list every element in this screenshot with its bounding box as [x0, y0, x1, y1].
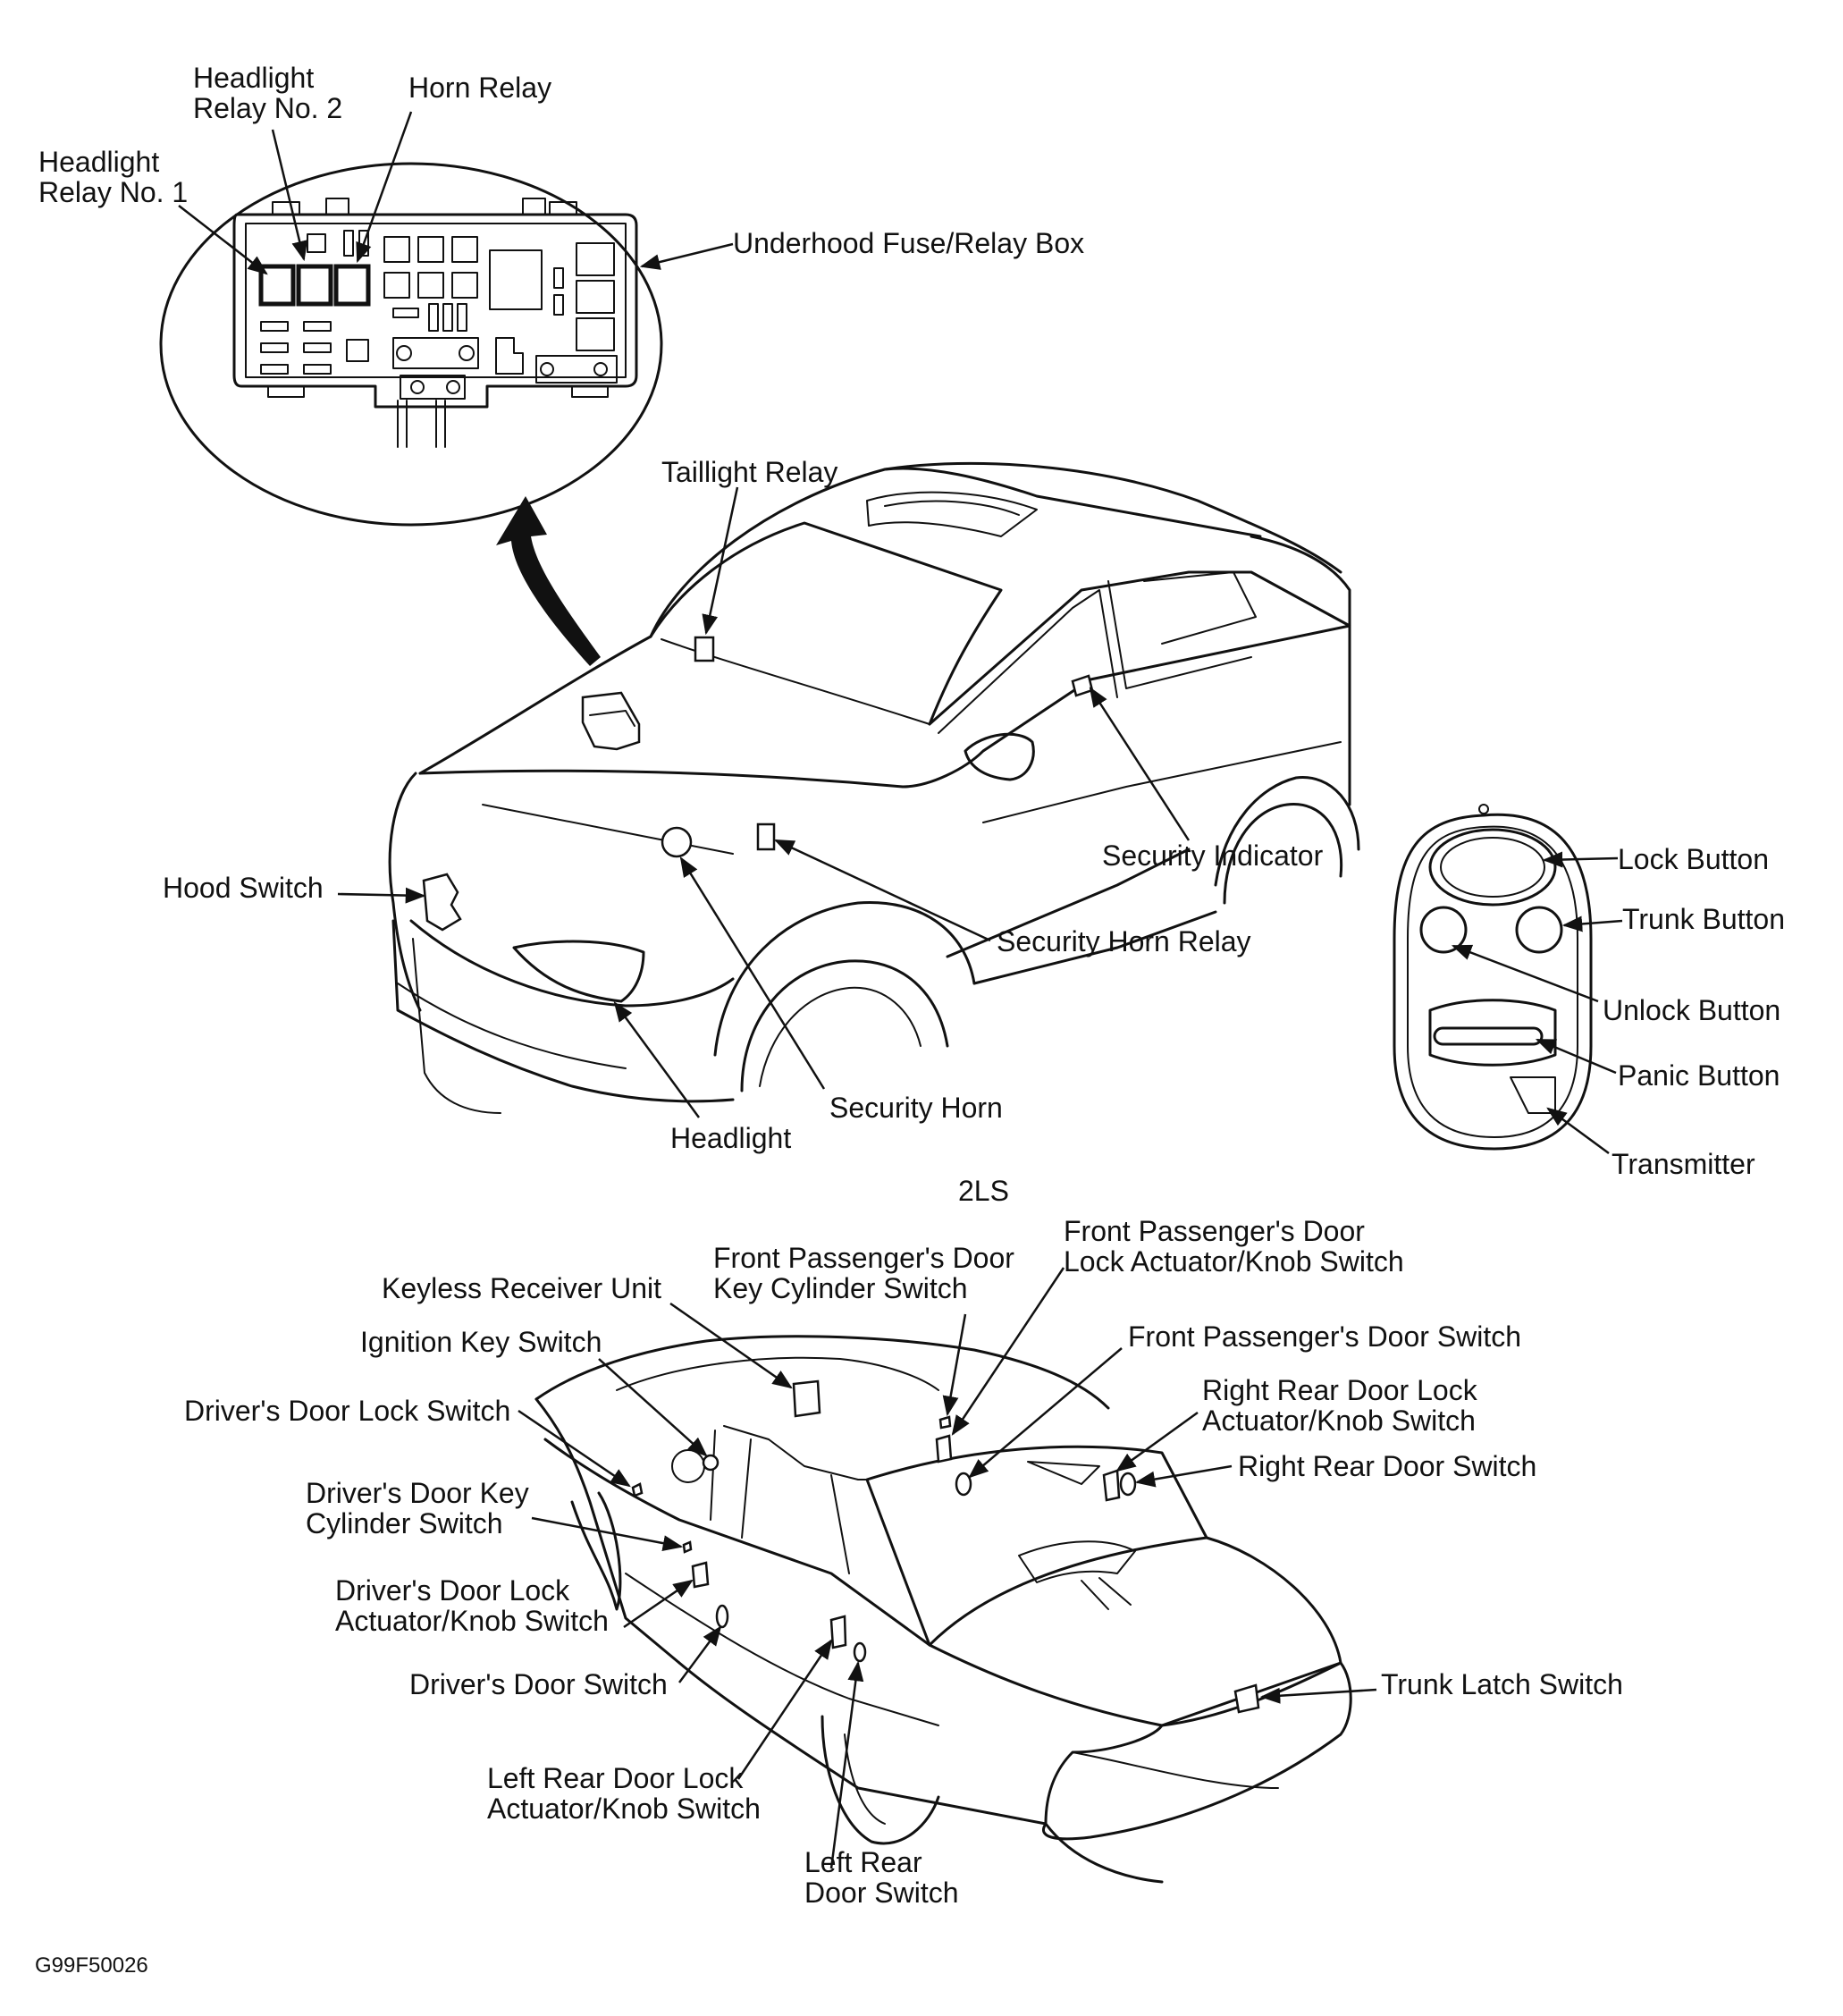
- label-lock-button: Lock Button: [1618, 843, 1769, 875]
- car-front-view: [388, 461, 1360, 1114]
- label-trunk-latch-switch: Trunk Latch Switch: [1381, 1668, 1623, 1700]
- callout-arrow: [496, 496, 601, 666]
- label-underhood-fuse-relay-box: Underhood Fuse/Relay Box: [733, 227, 1085, 259]
- security-horn-relay-part: [756, 822, 776, 851]
- panic-button-shape: [1433, 1026, 1544, 1046]
- security-horn-part: [661, 826, 693, 858]
- label-security-horn-relay: Security Horn Relay: [997, 925, 1251, 957]
- section-code: 2LS: [958, 1175, 1009, 1207]
- callout-ellipse: [159, 162, 663, 527]
- trunk-button-shape: [1515, 906, 1563, 954]
- label-ignition-key-switch: Ignition Key Switch: [360, 1326, 602, 1358]
- fuse-box-callout: [159, 162, 663, 527]
- hood-switch-part: [422, 873, 462, 932]
- label-left-rear-door-switch: Left Rear Door Switch: [804, 1846, 959, 1909]
- label-transmitter: Transmitter: [1612, 1148, 1755, 1180]
- unlock-button-shape: [1419, 906, 1468, 954]
- figure-id: G99F50026: [35, 1953, 148, 1978]
- label-drivers-door-switch: Driver's Door Switch: [409, 1668, 668, 1700]
- label-security-indicator: Security Indicator: [1102, 839, 1324, 872]
- label-headlight: Headlight: [670, 1122, 792, 1154]
- label-security-horn: Security Horn: [829, 1092, 1003, 1124]
- label-front-passenger-key-cylinder-switch: Front Passenger's Door Key Cylinder Swit…: [713, 1242, 1014, 1304]
- taillight-relay-part: [694, 636, 715, 662]
- fuse-box-outline: [232, 213, 638, 409]
- label-horn-relay: Horn Relay: [408, 72, 552, 104]
- label-taillight-relay: Taillight Relay: [661, 456, 838, 488]
- headlight-relay-2: [296, 264, 333, 307]
- label-right-rear-door-switch: Right Rear Door Switch: [1238, 1450, 1537, 1482]
- headlight-shape: [512, 940, 645, 1003]
- transmitter-fob: [1393, 804, 1593, 1151]
- label-trunk-button: Trunk Button: [1622, 903, 1786, 935]
- label-headlight-relay-1: Headlight Relay No. 1: [38, 146, 189, 208]
- label-hood-switch: Hood Switch: [163, 872, 324, 904]
- label-left-rear-lock-actuator: Left Rear Door Lock Actuator/Knob Switch: [487, 1762, 761, 1825]
- trunk-latch-part: [1233, 1683, 1260, 1714]
- label-unlock-button: Unlock Button: [1603, 994, 1781, 1026]
- label-right-rear-lock-actuator: Right Rear Door Lock Actuator/Knob Switc…: [1202, 1374, 1477, 1437]
- label-front-passenger-door-switch: Front Passenger's Door Switch: [1128, 1320, 1522, 1353]
- lock-button-shape: [1428, 828, 1557, 907]
- leader-lines: [178, 111, 1623, 1869]
- horn-relay: [333, 264, 371, 307]
- label-drivers-door-key-cylinder: Driver's Door Key Cylinder Switch: [306, 1477, 529, 1539]
- label-drivers-door-lock-switch: Driver's Door Lock Switch: [184, 1395, 511, 1427]
- label-keyless-receiver-unit: Keyless Receiver Unit: [382, 1272, 661, 1304]
- keyless-receiver-part: [792, 1379, 821, 1418]
- label-drivers-door-lock-actuator: Driver's Door Lock Actuator/Knob Switch: [335, 1574, 609, 1637]
- label-front-passenger-lock-actuator: Front Passenger's Door Lock Actuator/Kno…: [1064, 1215, 1404, 1278]
- security-indicator-part: [1071, 674, 1094, 697]
- label-panic-button: Panic Button: [1618, 1059, 1780, 1092]
- label-headlight-relay-2: Headlight Relay No. 2: [193, 62, 343, 124]
